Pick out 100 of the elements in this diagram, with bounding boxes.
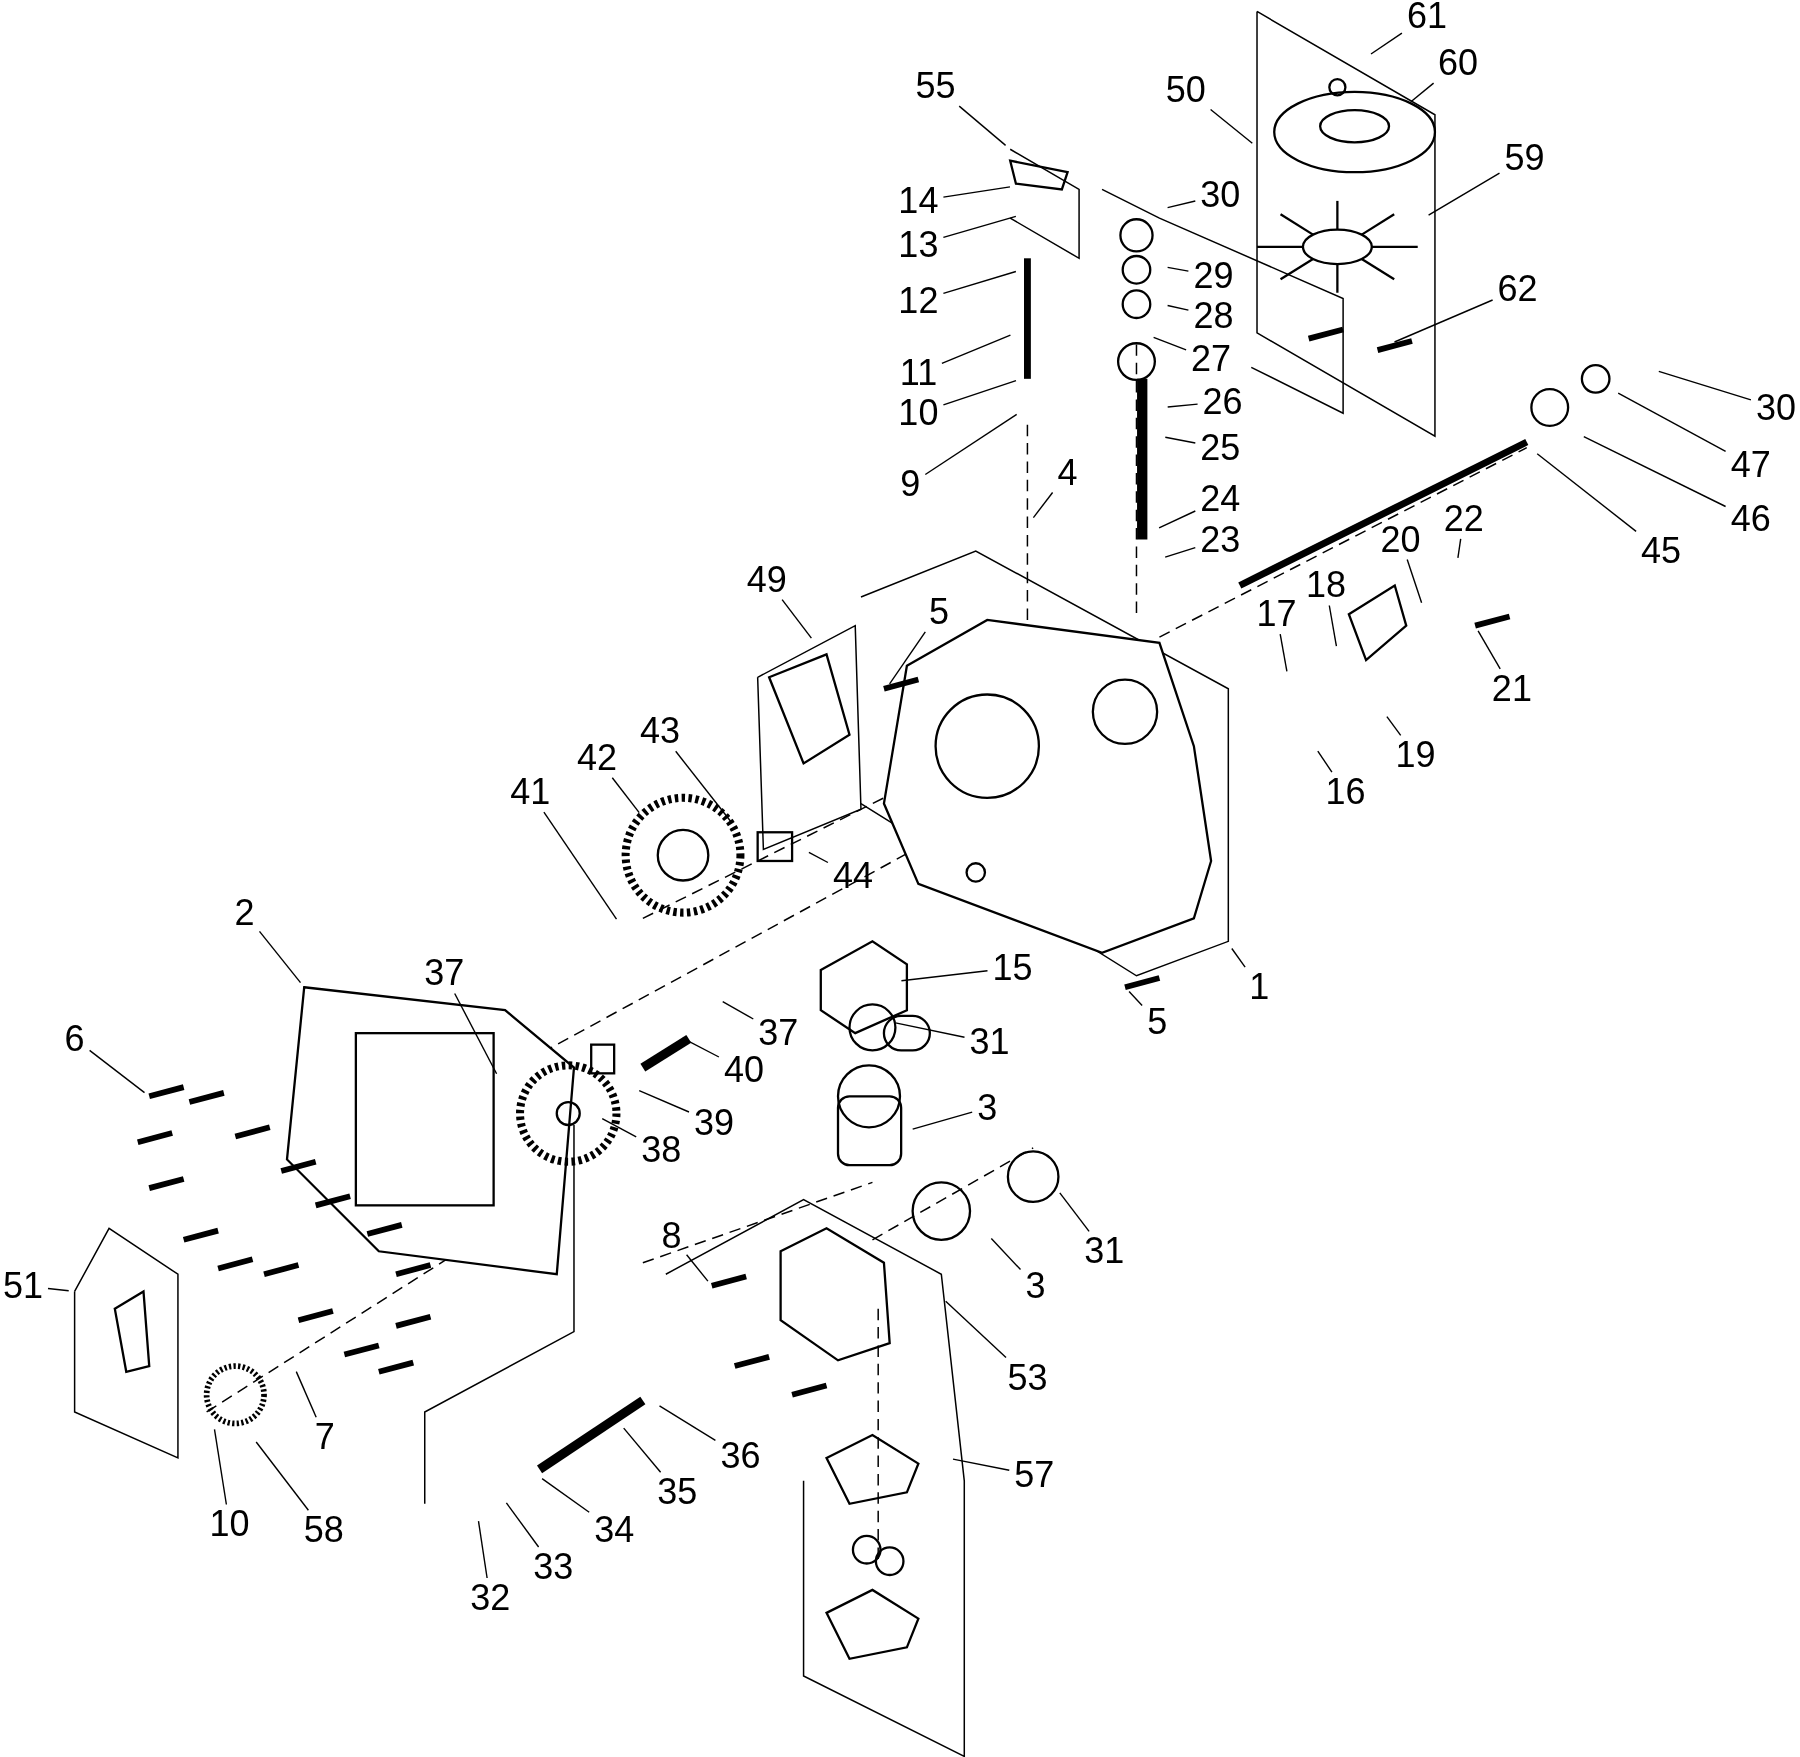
leader-line bbox=[1164, 436, 1196, 444]
leader-line bbox=[894, 1022, 966, 1038]
leader-line bbox=[1536, 453, 1637, 533]
callout-number: 29 bbox=[1191, 256, 1236, 295]
callout-number: 37 bbox=[422, 954, 467, 993]
callout-number: 3 bbox=[975, 1088, 1000, 1127]
callout-number: 13 bbox=[896, 225, 941, 264]
callout-number: 32 bbox=[468, 1578, 513, 1617]
leader-line bbox=[1658, 370, 1752, 401]
leader-line bbox=[1317, 750, 1333, 773]
leader-line bbox=[722, 1001, 754, 1020]
callout-number: 37 bbox=[756, 1014, 801, 1053]
leader-line bbox=[942, 270, 1017, 294]
callout-number: 62 bbox=[1495, 270, 1540, 309]
leader-line bbox=[808, 851, 829, 864]
leader-line bbox=[1393, 299, 1494, 343]
callout-number: 47 bbox=[1728, 445, 1773, 484]
callout-number: 17 bbox=[1254, 595, 1299, 634]
leader-line bbox=[601, 1117, 637, 1138]
leader-line bbox=[1583, 435, 1727, 508]
callout-number: 60 bbox=[1435, 44, 1480, 83]
callout-number: 36 bbox=[718, 1436, 763, 1475]
leader-line bbox=[1059, 1192, 1090, 1232]
leader-line bbox=[47, 1287, 70, 1292]
callout-number: 39 bbox=[692, 1103, 737, 1142]
callout-number: 30 bbox=[1753, 388, 1798, 427]
callout-number: 24 bbox=[1198, 480, 1243, 519]
leader-line bbox=[941, 334, 1012, 365]
leader-line bbox=[1370, 32, 1403, 55]
callout-number: 21 bbox=[1489, 669, 1534, 708]
leader-line bbox=[952, 1458, 1010, 1471]
leader-line bbox=[1457, 538, 1462, 559]
callout-number: 26 bbox=[1200, 382, 1245, 421]
leader-line bbox=[675, 750, 732, 823]
callout-number: 3 bbox=[1023, 1266, 1048, 1305]
callout-number: 40 bbox=[721, 1050, 766, 1089]
callout-number: 5 bbox=[1145, 1002, 1170, 1041]
leader-line bbox=[1328, 604, 1338, 647]
callout-number: 55 bbox=[913, 67, 958, 106]
leader-line bbox=[900, 970, 989, 982]
callout-number: 25 bbox=[1198, 428, 1243, 467]
leader-line bbox=[1166, 266, 1190, 272]
callout-number: 51 bbox=[0, 1266, 45, 1305]
callout-number: 23 bbox=[1198, 520, 1243, 559]
leader-line bbox=[1427, 172, 1501, 216]
leader-line bbox=[543, 811, 618, 920]
callout-number: 34 bbox=[592, 1511, 637, 1550]
leader-line bbox=[942, 186, 1011, 198]
leader-line bbox=[945, 1300, 1007, 1359]
leader-line bbox=[942, 380, 1017, 406]
callout-number: 16 bbox=[1323, 773, 1368, 812]
callout-number: 10 bbox=[896, 394, 941, 433]
leader-line bbox=[1410, 82, 1435, 103]
callout-number: 42 bbox=[574, 738, 619, 777]
leader-line bbox=[888, 631, 926, 685]
leader-line bbox=[1158, 510, 1196, 529]
leader-line bbox=[88, 1049, 146, 1094]
leader-line bbox=[1279, 633, 1288, 673]
callout-number: 38 bbox=[639, 1131, 684, 1170]
callout-number: 46 bbox=[1728, 499, 1773, 538]
leader-line bbox=[213, 1428, 228, 1506]
leader-line bbox=[942, 215, 1017, 238]
leader-line bbox=[685, 1254, 709, 1282]
leader-line bbox=[1152, 336, 1187, 351]
callout-number: 44 bbox=[830, 856, 875, 895]
callout-number: 49 bbox=[744, 560, 789, 599]
callout-number: 11 bbox=[897, 354, 940, 393]
leader-line bbox=[1032, 491, 1054, 519]
leader-line bbox=[477, 1520, 488, 1579]
leader-line bbox=[1386, 715, 1402, 737]
callout-number: 58 bbox=[301, 1511, 346, 1550]
leader-line bbox=[1166, 304, 1190, 311]
leader-line bbox=[681, 1037, 720, 1058]
leader-line bbox=[912, 1111, 973, 1130]
leader-line bbox=[1167, 403, 1199, 408]
leader-line bbox=[1128, 990, 1143, 1007]
leader-line bbox=[781, 599, 813, 639]
leader-line bbox=[255, 1441, 310, 1511]
leader-line bbox=[541, 1477, 590, 1513]
leader-line bbox=[1617, 392, 1727, 453]
callout-number: 18 bbox=[1303, 566, 1348, 605]
callout-number: 5 bbox=[927, 592, 952, 631]
leader-line bbox=[1406, 558, 1423, 604]
callout-number: 19 bbox=[1393, 736, 1438, 775]
callout-number: 61 bbox=[1404, 0, 1449, 36]
callout-number: 8 bbox=[659, 1217, 684, 1256]
leader-line bbox=[295, 1370, 317, 1418]
leader-line bbox=[1164, 546, 1196, 558]
callout-number: 35 bbox=[655, 1473, 700, 1512]
callout-number: 43 bbox=[638, 712, 683, 751]
leader-line bbox=[505, 1502, 540, 1548]
callout-number: 41 bbox=[508, 773, 553, 812]
callout-number: 9 bbox=[898, 465, 923, 504]
leader-line bbox=[1477, 630, 1501, 670]
leader-line bbox=[958, 105, 1007, 147]
callout-number: 28 bbox=[1191, 296, 1236, 335]
callout-number: 12 bbox=[896, 281, 941, 320]
leader-line bbox=[638, 1089, 690, 1113]
callout-number: 10 bbox=[207, 1505, 252, 1544]
leader-line bbox=[658, 1405, 717, 1441]
